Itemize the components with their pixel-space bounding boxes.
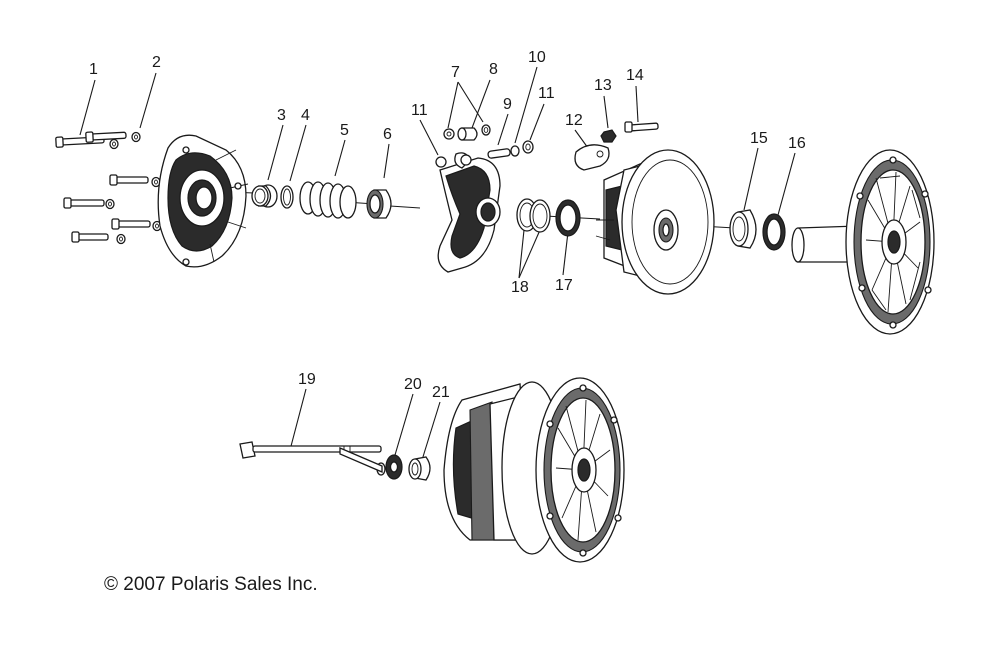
- weight-part-12: [574, 144, 610, 171]
- callout-15: 15: [750, 130, 768, 147]
- callout-14: 14: [626, 67, 644, 84]
- bolts-part-1: [55, 131, 151, 243]
- callout-13: 13: [594, 77, 612, 94]
- cover-plate: [157, 134, 249, 268]
- callout-7: 7: [451, 64, 460, 81]
- spider-assembly: [437, 152, 501, 273]
- spacer-part-6: [366, 189, 392, 219]
- bushing-part-3: [251, 184, 278, 208]
- washer-part-10: [510, 145, 520, 157]
- bushing-part-15: [729, 209, 757, 249]
- callout-19: 19: [298, 371, 316, 388]
- callout-2: 2: [152, 54, 161, 71]
- callout-11-left: 11: [411, 102, 428, 119]
- callout-9: 9: [503, 96, 512, 113]
- rollers-part-7-8: [443, 124, 491, 141]
- copyright-notice: © 2007 Polaris Sales Inc.: [104, 574, 318, 595]
- fixed-sheave: [791, 149, 935, 335]
- washers-part-2: [105, 131, 162, 245]
- callout-4: 4: [301, 107, 310, 124]
- washer-part-20: [385, 454, 403, 480]
- bolt-part-19: [239, 441, 386, 476]
- assembled-clutch: [443, 377, 625, 563]
- moveable-sheave: [595, 149, 715, 295]
- pin-part-9: [487, 148, 511, 159]
- rings-part-18: [516, 198, 551, 233]
- callout-6: 6: [383, 126, 392, 143]
- spring-part-5: [299, 181, 357, 219]
- ring-part-16: [762, 213, 786, 251]
- callout-labels: 1 2 3 4 5 6 7 8 9 10 11 11 12 13 14 15 1…: [89, 49, 806, 401]
- nut-part-13: [600, 129, 617, 143]
- callout-8: 8: [489, 61, 498, 78]
- callout-10: 10: [528, 49, 546, 66]
- callout-5: 5: [340, 122, 349, 139]
- callout-18: 18: [511, 279, 529, 296]
- callout-12: 12: [565, 112, 583, 129]
- seal-part-17: [555, 199, 581, 237]
- leader-lines: [79, 66, 796, 461]
- ring-part-4: [280, 185, 294, 209]
- callout-1: 1: [89, 61, 98, 78]
- bushing-part-21: [408, 456, 431, 481]
- callout-16: 16: [788, 135, 806, 152]
- callout-20: 20: [404, 376, 422, 393]
- callout-11-right: 11: [538, 85, 555, 102]
- bolt-part-14: [624, 121, 659, 133]
- callout-17: 17: [555, 277, 573, 294]
- washers-part-11: [435, 140, 534, 168]
- callout-21: 21: [432, 384, 450, 401]
- callout-3: 3: [277, 107, 286, 124]
